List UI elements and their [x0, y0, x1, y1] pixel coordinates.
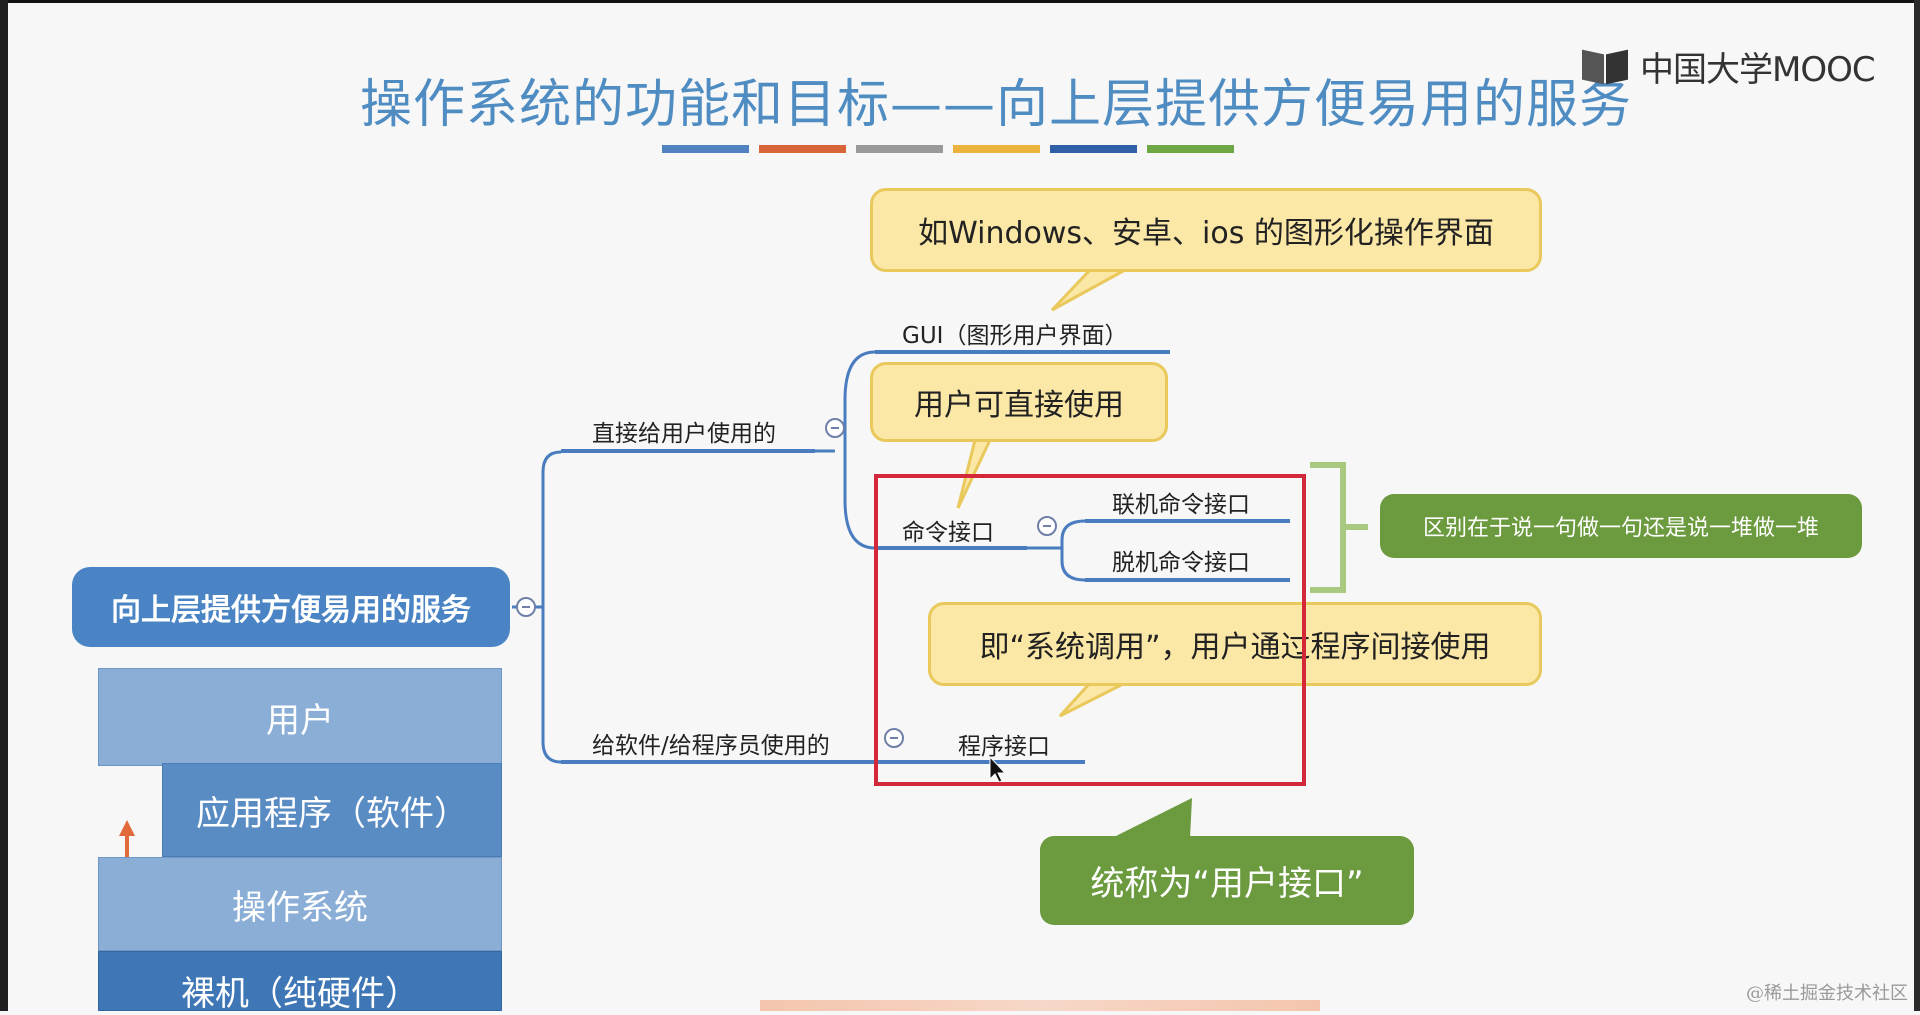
window-left-edge	[0, 0, 8, 1011]
node-offline-command[interactable]: 脱机命令接口	[1112, 550, 1250, 576]
callout-system-call: 即“系统调用”，用户通过程序间接使用	[928, 602, 1542, 686]
layer-user: 用户	[98, 668, 502, 766]
title-bar-orange	[759, 145, 846, 153]
title-bar-yellow	[953, 145, 1040, 153]
title-bar-blue	[662, 145, 749, 153]
window-right-edge	[1914, 0, 1920, 1011]
title-bar-green	[1147, 145, 1234, 153]
title-bar-gray	[856, 145, 943, 153]
watermark: @稀土掘金技术社区	[1746, 983, 1908, 1004]
node-direct-user[interactable]: 直接给用户使用的	[592, 421, 776, 447]
layer-application: 应用程序（软件）	[162, 763, 502, 857]
root-node[interactable]: 向上层提供方便易用的服务	[72, 567, 510, 647]
title-bar-navy	[1050, 145, 1137, 153]
layer-hardware-label: 裸机（纯硬件）	[181, 974, 419, 1014]
direct-user-collapse-button[interactable]	[825, 418, 845, 438]
bottom-partial-text	[760, 1000, 1320, 1011]
callout-gui-description: 如Windows、安卓、ios 的图形化操作界面	[870, 188, 1542, 272]
mooc-logo: 中国大学MOOC	[1580, 42, 1876, 91]
callout-difference: 区别在于说一句做一句还是说一堆做一堆	[1380, 494, 1862, 558]
node-online-command[interactable]: 联机命令接口	[1112, 492, 1250, 518]
root-collapse-button[interactable]	[516, 597, 536, 617]
title-color-bars	[662, 145, 1234, 153]
program-user-collapse-button[interactable]	[884, 728, 904, 748]
node-program-interface[interactable]: 程序接口	[958, 734, 1050, 760]
layer-operating-system: 操作系统	[98, 857, 502, 951]
slide-title: 操作系统的功能和目标——向上层提供方便易用的服务	[360, 75, 1633, 135]
callout-user-direct: 用户可直接使用	[870, 362, 1168, 442]
node-gui[interactable]: GUI（图形用户界面）	[902, 323, 1128, 349]
layer-operating-system-label: 操作系统	[232, 887, 368, 928]
layer-user-label: 用户	[266, 700, 334, 741]
layer-hardware: 裸机（纯硬件）	[98, 951, 502, 1014]
logo-text: 中国大学MOOC	[1640, 50, 1876, 90]
highlight-box	[874, 474, 1306, 786]
layer-application-label: 应用程序（软件）	[196, 793, 468, 834]
node-command-interface[interactable]: 命令接口	[902, 520, 994, 546]
node-program-user[interactable]: 给软件/给程序员使用的	[592, 733, 830, 759]
command-collapse-button[interactable]	[1037, 516, 1057, 536]
window-top-edge	[0, 0, 1920, 3]
callout-user-interface: 统称为“用户接口”	[1040, 836, 1414, 925]
